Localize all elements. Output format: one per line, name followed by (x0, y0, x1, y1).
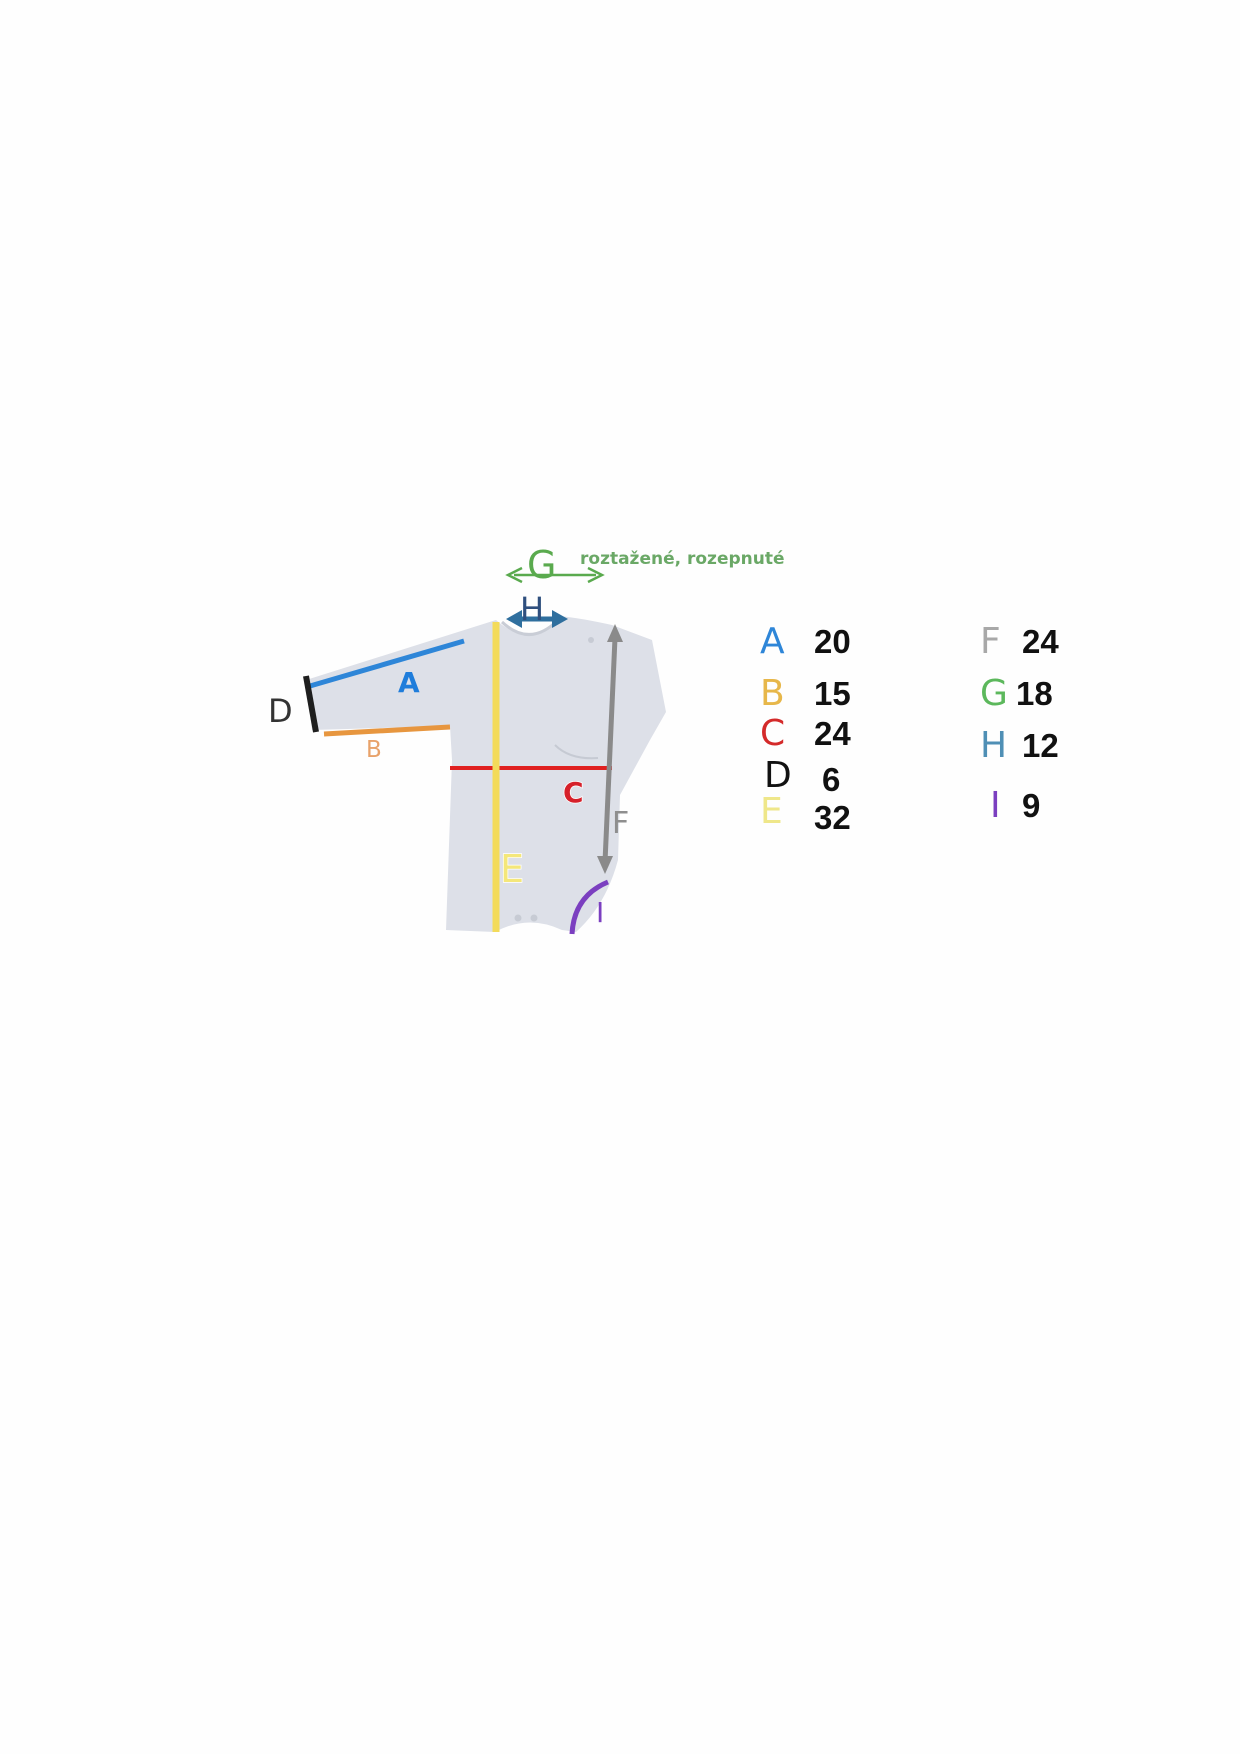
snap-button (588, 637, 594, 643)
legend-value: 15 (814, 675, 851, 712)
legend-letter: D (764, 755, 792, 796)
legend-value: 6 (822, 761, 841, 798)
sleeve-fold (554, 744, 599, 760)
measure-line-d (303, 675, 319, 733)
measure-arrow-g (505, 566, 605, 584)
legend-value: 18 (1016, 675, 1053, 712)
legend-letter: B (760, 673, 785, 714)
legend-value: 20 (814, 623, 851, 660)
legend-letter: G (980, 673, 1008, 714)
bodysuit-silhouette (306, 616, 666, 932)
diagram-label-b: B (366, 737, 382, 763)
diagram-label-g: G (527, 543, 556, 587)
diagram-label-i: I (596, 896, 604, 929)
measure-arrow-h (506, 610, 568, 628)
measure-arc-i (569, 879, 610, 935)
stretched-unbuttoned-note: roztažené, rozepnuté (580, 549, 785, 569)
legend-value: 24 (1022, 623, 1059, 660)
snap-button (514, 914, 522, 922)
measure-line-a (309, 638, 465, 689)
measure-line-b (323, 724, 451, 737)
legend-letter: F (980, 621, 1001, 662)
legend-letter: I (990, 785, 1001, 826)
legend-value: 32 (814, 799, 851, 836)
legend-value: 24 (814, 715, 851, 752)
diagram-label-c: C (563, 776, 584, 809)
diagram-label-f: F (612, 806, 629, 841)
diagram-label-d: D (268, 692, 293, 730)
diagram-label-a: A (398, 666, 420, 699)
diagram-label-h: H (520, 590, 544, 628)
legend-letter: H (980, 725, 1008, 766)
snap-button (530, 914, 538, 922)
legend-value: 12 (1022, 727, 1059, 764)
measure-arrow-f (597, 624, 623, 874)
diagram-label-e: E (500, 847, 524, 891)
legend-letter: E (760, 791, 783, 832)
legend-value: 9 (1022, 787, 1041, 824)
legend-letter: C (760, 713, 786, 754)
legend-letter: A (760, 621, 785, 662)
